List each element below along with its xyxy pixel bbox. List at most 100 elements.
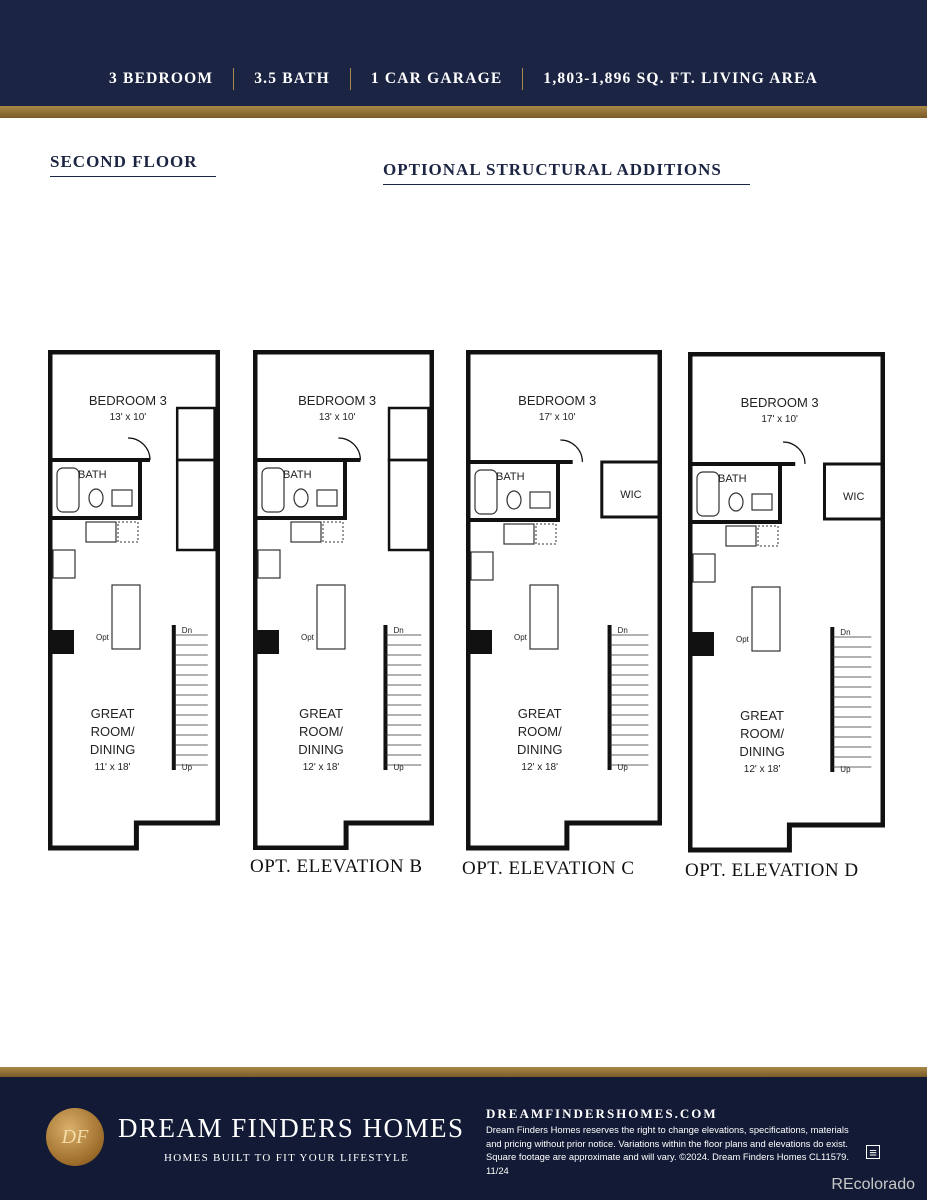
stairs-up-label: Up: [182, 763, 193, 772]
great-room-label: GREAT: [740, 708, 784, 723]
great-room-label: ROOM/: [299, 724, 343, 739]
bath-walls: [253, 458, 347, 520]
toilet-icon: [293, 488, 309, 508]
sink-icon: [316, 489, 338, 507]
bedroom-label: BEDROOM 3: [89, 393, 167, 408]
bedroom-label: BEDROOM 3: [518, 393, 596, 408]
brand-seal-logo: DF: [46, 1108, 104, 1166]
kitchen-island: [751, 586, 781, 652]
exterior-wall: [253, 350, 434, 850]
stairs-up-label: Up: [393, 763, 404, 772]
bedroom-label: BEDROOM 3: [741, 395, 819, 410]
range-icon: [470, 551, 494, 581]
bedroom-dimensions: 13' x 10': [319, 412, 356, 423]
great-room-label: DINING: [517, 742, 563, 757]
stairs-down-label: Dn: [393, 626, 403, 635]
kitchen-island: [316, 584, 346, 650]
disclaimer-text: Dream Finders Homes reserves the right t…: [486, 1124, 849, 1176]
great-room-label: DINING: [739, 744, 785, 759]
closet: [387, 458, 430, 552]
optional-label: Opt: [736, 635, 750, 644]
section-title-second-floor: SECOND FLOOR: [50, 152, 216, 177]
dishwasher-icon: [117, 521, 139, 543]
brand-tagline: HOMES BUILT TO FIT YOUR LIFESTYLE: [164, 1152, 410, 1164]
great-room-dimensions: 12' x 18': [303, 762, 340, 773]
kitchen-sink-icon: [85, 521, 117, 543]
toilet-icon: [506, 490, 522, 510]
bath-label: BATH: [78, 469, 107, 481]
column-block: [50, 630, 74, 654]
linen-closet: [175, 406, 216, 462]
sink-icon: [529, 491, 551, 509]
stairs-down-label: Dn: [618, 626, 628, 635]
dishwasher-icon: [757, 525, 779, 547]
spec-summary: 3 BEDROOM 3.5 BATH 1 CAR GARAGE 1,803-1,…: [0, 68, 927, 90]
walk-in-closet: [600, 460, 662, 519]
optional-label: Opt: [96, 633, 110, 642]
exterior-wall: [688, 352, 885, 853]
header-banner: [0, 0, 927, 106]
column-block: [468, 630, 492, 654]
bath-label: BATH: [718, 473, 747, 485]
optional-label: Opt: [301, 633, 315, 642]
sink-icon: [111, 489, 133, 507]
door-swing: [560, 439, 583, 463]
bathtub-icon: [696, 471, 720, 517]
watermark: REcolorado: [831, 1176, 915, 1193]
great-room-label: ROOM/: [91, 724, 135, 739]
wic-label: WIC: [843, 491, 864, 503]
sink-icon: [751, 493, 773, 511]
great-room-label: DINING: [90, 742, 136, 757]
stairs-up-label: Up: [840, 765, 851, 774]
great-room-label: DINING: [298, 742, 344, 757]
range-icon: [52, 549, 76, 579]
spec-sqft: 1,803-1,896 SQ. FT. LIVING AREA: [543, 70, 818, 87]
bathtub-icon: [56, 467, 80, 513]
kitchen-sink-icon: [290, 521, 322, 543]
bedroom-dimensions: 13' x 10': [110, 412, 147, 423]
great-room-dimensions: 12' x 18': [744, 764, 781, 775]
bath-walls: [688, 462, 782, 524]
kitchen-island: [111, 584, 141, 650]
exterior-wall: [466, 350, 662, 851]
toilet-icon: [88, 488, 104, 508]
elevation-label-d: OPT. ELEVATION D: [685, 860, 859, 881]
elevation-label-b: OPT. ELEVATION B: [250, 856, 423, 877]
website-link[interactable]: DREAMFINDERSHOMES.COM: [486, 1106, 718, 1121]
range-icon: [257, 549, 281, 579]
wic-label: WIC: [620, 489, 641, 501]
linen-closet: [387, 406, 430, 462]
elevation-label-c: OPT. ELEVATION C: [462, 858, 635, 879]
bath-label: BATH: [283, 469, 312, 481]
door-swing: [338, 437, 361, 461]
header-gold-stripe: [0, 106, 927, 118]
brand-name: DREAM FINDERS HOMES: [118, 1113, 465, 1143]
bedroom-dimensions: 17' x 10': [761, 414, 798, 425]
bath-label: BATH: [496, 471, 525, 483]
great-room-label: ROOM/: [518, 724, 562, 739]
stairs-down-label: Dn: [840, 628, 850, 637]
bedroom-label: BEDROOM 3: [298, 393, 376, 408]
column-block: [690, 632, 714, 656]
bath-walls: [48, 458, 142, 520]
bathtub-icon: [474, 469, 498, 515]
great-room-label: GREAT: [518, 706, 562, 721]
range-icon: [692, 553, 716, 583]
great-room-dimensions: 12' x 18': [521, 762, 558, 773]
dishwasher-icon: [322, 521, 344, 543]
stairs-up-label: Up: [618, 763, 629, 772]
bedroom-dimensions: 17' x 10': [539, 412, 576, 423]
great-room-dimensions: 11' x 18': [95, 762, 131, 773]
dishwasher-icon: [535, 523, 557, 545]
stairs-down-label: Dn: [182, 626, 192, 635]
great-room-label: GREAT: [91, 706, 135, 721]
spec-baths: 3.5 BATH: [254, 70, 330, 87]
spec-bedrooms: 3 BEDROOM: [109, 70, 214, 87]
footer-banner: [0, 1077, 927, 1200]
bath-walls: [466, 460, 560, 522]
equal-housing-icon: ≡: [866, 1145, 880, 1160]
